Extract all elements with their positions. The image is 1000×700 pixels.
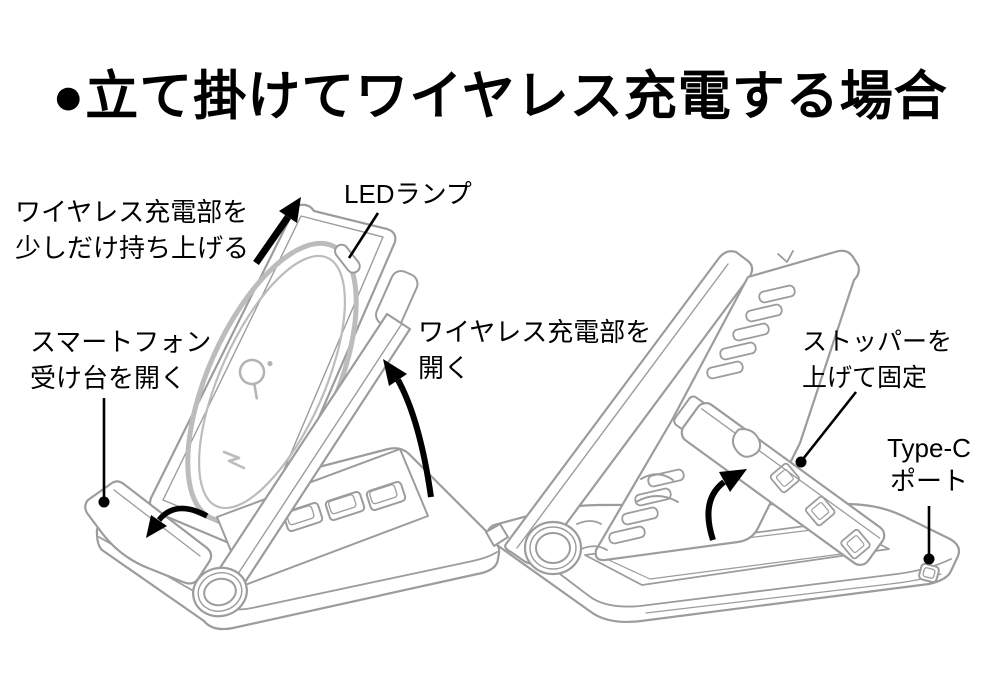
label-open-line2: 開く [418, 353, 471, 383]
left-hinge-cylinder [192, 566, 248, 618]
charging-pad-ring-inner [197, 254, 347, 510]
arrow-up-right-icon [253, 197, 301, 265]
leader-dot [98, 496, 110, 508]
label-stopper-line2: 上げて固定 [802, 364, 928, 392]
label-led-text: LEDランプ [344, 179, 472, 209]
qi-logo-icon [238, 358, 273, 400]
vent-slats-upper [706, 284, 796, 380]
label-typec-line1: Type-C [887, 433, 971, 463]
base-slots [282, 480, 407, 533]
curved-arrow-open-icon [383, 359, 434, 498]
curved-arrow-flap-icon [146, 505, 209, 538]
label-stopper: ストッパーを 上げて固定 [802, 324, 952, 396]
support-arm [212, 270, 419, 595]
left-figure-stand-front [84, 203, 501, 631]
label-lift-line1: ワイヤレス充電部を [15, 197, 249, 227]
label-phone-line2: 受け台を開く [30, 363, 187, 393]
label-phone-line1: スマートフォン [30, 327, 212, 357]
leader-line-stopper [795, 391, 858, 468]
right-base-left-tab [485, 523, 509, 547]
stopper-teardrop-hole [731, 428, 762, 458]
leader-dot [795, 456, 807, 468]
leader-line-phone-holder [98, 398, 110, 508]
label-typec-port: Type-C ポート [874, 432, 984, 498]
label-stopper-line1: ストッパーを [802, 328, 953, 356]
right-annotations [705, 391, 935, 565]
label-phone-holder: スマートフォン 受け台を開く [30, 324, 211, 396]
label-lift-charger: ワイヤレス充電部を 少しだけ持ち上げる [15, 194, 249, 266]
vent-slats-lower [608, 468, 685, 545]
leader-dot [923, 553, 935, 565]
label-led-lamp: LEDランプ [344, 176, 472, 212]
stopper-bar [673, 395, 886, 566]
label-open-charger: ワイヤレス充電部を 開く [418, 314, 651, 386]
leader-line-typec [923, 506, 935, 565]
stopper-square-holes [769, 462, 871, 560]
label-typec-line2: ポート [889, 466, 968, 496]
left-annotations [98, 197, 434, 538]
curved-arrow-stopper-icon [705, 469, 747, 541]
right-hinge-cylinder [523, 520, 608, 576]
page-title: ●立て掛けてワイヤレス充電する場合 [52, 67, 948, 126]
lightning-icon [222, 450, 246, 470]
typec-port-shape [918, 562, 940, 584]
right-figure-stand-rear [485, 249, 961, 624]
leader-line-led [347, 212, 380, 259]
label-lift-line2: 少しだけ持ち上げる [15, 233, 250, 263]
label-open-line1: ワイヤレス充電部を [418, 317, 652, 347]
stopper-pivot-collar [635, 473, 679, 503]
panel-top-notch [777, 250, 794, 263]
